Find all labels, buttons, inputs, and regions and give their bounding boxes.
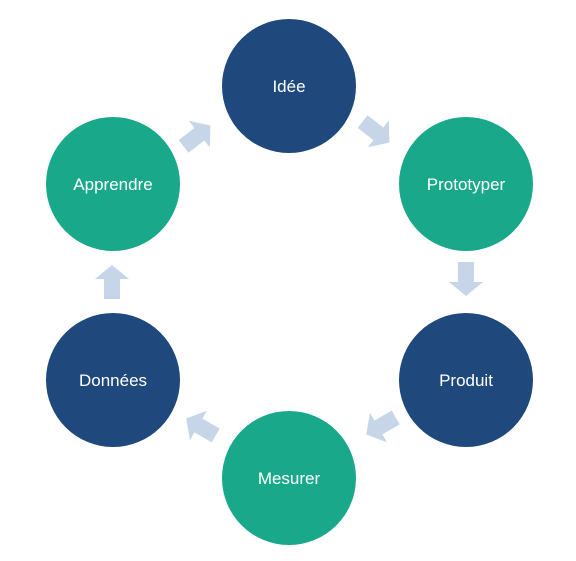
arrow-mesurer-to-donnees [186,410,220,443]
node-label: Produit [439,371,493,390]
node-mesurer: Mesurer [222,411,356,545]
node-produit: Produit [399,313,533,447]
arrow-produit-to-mesurer [366,410,400,443]
arrow-idee-to-prototyper [357,115,390,148]
node-circle [222,19,356,153]
node-circle [399,117,533,251]
node-label: Données [79,371,147,390]
node-circle [222,411,356,545]
node-label: Apprendre [73,175,152,194]
node-label: Mesurer [258,469,321,488]
node-prototyper: Prototyper [399,117,533,251]
arrow-prototyper-to-produit [449,262,483,296]
arrows [95,115,483,443]
node-donnees: Données [46,313,180,447]
arrow-apprendre-to-idee [178,120,211,153]
node-label: Prototyper [427,175,506,194]
node-label: Idée [272,77,305,96]
node-apprendre: Apprendre [46,117,180,251]
node-circle [46,117,180,251]
node-circle [46,313,180,447]
arrow-donnees-to-apprendre [95,265,129,299]
node-circle [399,313,533,447]
node-idee: Idée [222,19,356,153]
